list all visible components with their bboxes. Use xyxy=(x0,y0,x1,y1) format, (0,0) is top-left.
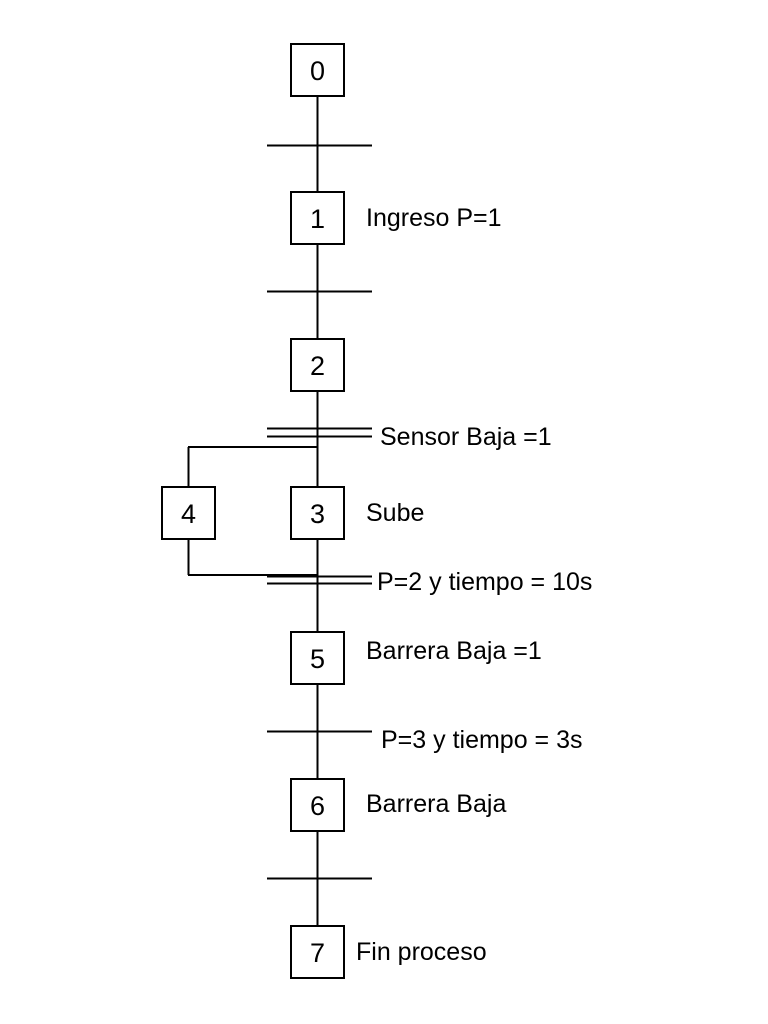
step-1[interactable]: 1 xyxy=(289,190,346,246)
step-3[interactable]: 3 xyxy=(289,485,346,541)
step-1-box[interactable] xyxy=(289,190,346,246)
step-4-number: 4 xyxy=(181,499,196,529)
step-4-box[interactable] xyxy=(160,485,217,541)
step-7[interactable]: 7 xyxy=(289,924,346,980)
transition-3-5-condition-label: P=2 y tiempo = 10s xyxy=(377,568,592,596)
step-6-number: 6 xyxy=(310,791,325,821)
step-7-box[interactable] xyxy=(289,924,346,980)
step-5-number: 5 xyxy=(310,644,325,674)
step-1-number: 1 xyxy=(310,204,325,234)
step-7-number: 7 xyxy=(310,938,325,968)
step-6-box[interactable] xyxy=(289,777,346,833)
step-2-box[interactable] xyxy=(289,337,346,393)
step-6-action-label: Barrera Baja xyxy=(366,790,506,818)
step-2[interactable]: 2 xyxy=(289,337,346,393)
step-6[interactable]: 6 xyxy=(289,777,346,833)
step-0[interactable]: 0 xyxy=(289,42,346,98)
step-5[interactable]: 5 xyxy=(289,630,346,686)
step-5-box[interactable] xyxy=(289,630,346,686)
step-3-box[interactable] xyxy=(289,485,346,541)
step-2-number: 2 xyxy=(310,351,325,381)
step-5-action-label: Barrera Baja =1 xyxy=(366,637,542,665)
transition-5-6-condition-label: P=3 y tiempo = 3s xyxy=(381,726,583,754)
step-3-action-label: Sube xyxy=(366,499,424,527)
step-7-action-label: Fin proceso xyxy=(356,938,487,966)
step-0-number: 0 xyxy=(310,56,325,86)
step-3-number: 3 xyxy=(310,499,325,529)
step-1-action-label: Ingreso P=1 xyxy=(366,204,502,232)
step-4[interactable]: 4 xyxy=(160,485,217,541)
step-0-box[interactable] xyxy=(289,42,346,98)
transition-2-3-condition-label: Sensor Baja =1 xyxy=(380,423,552,451)
